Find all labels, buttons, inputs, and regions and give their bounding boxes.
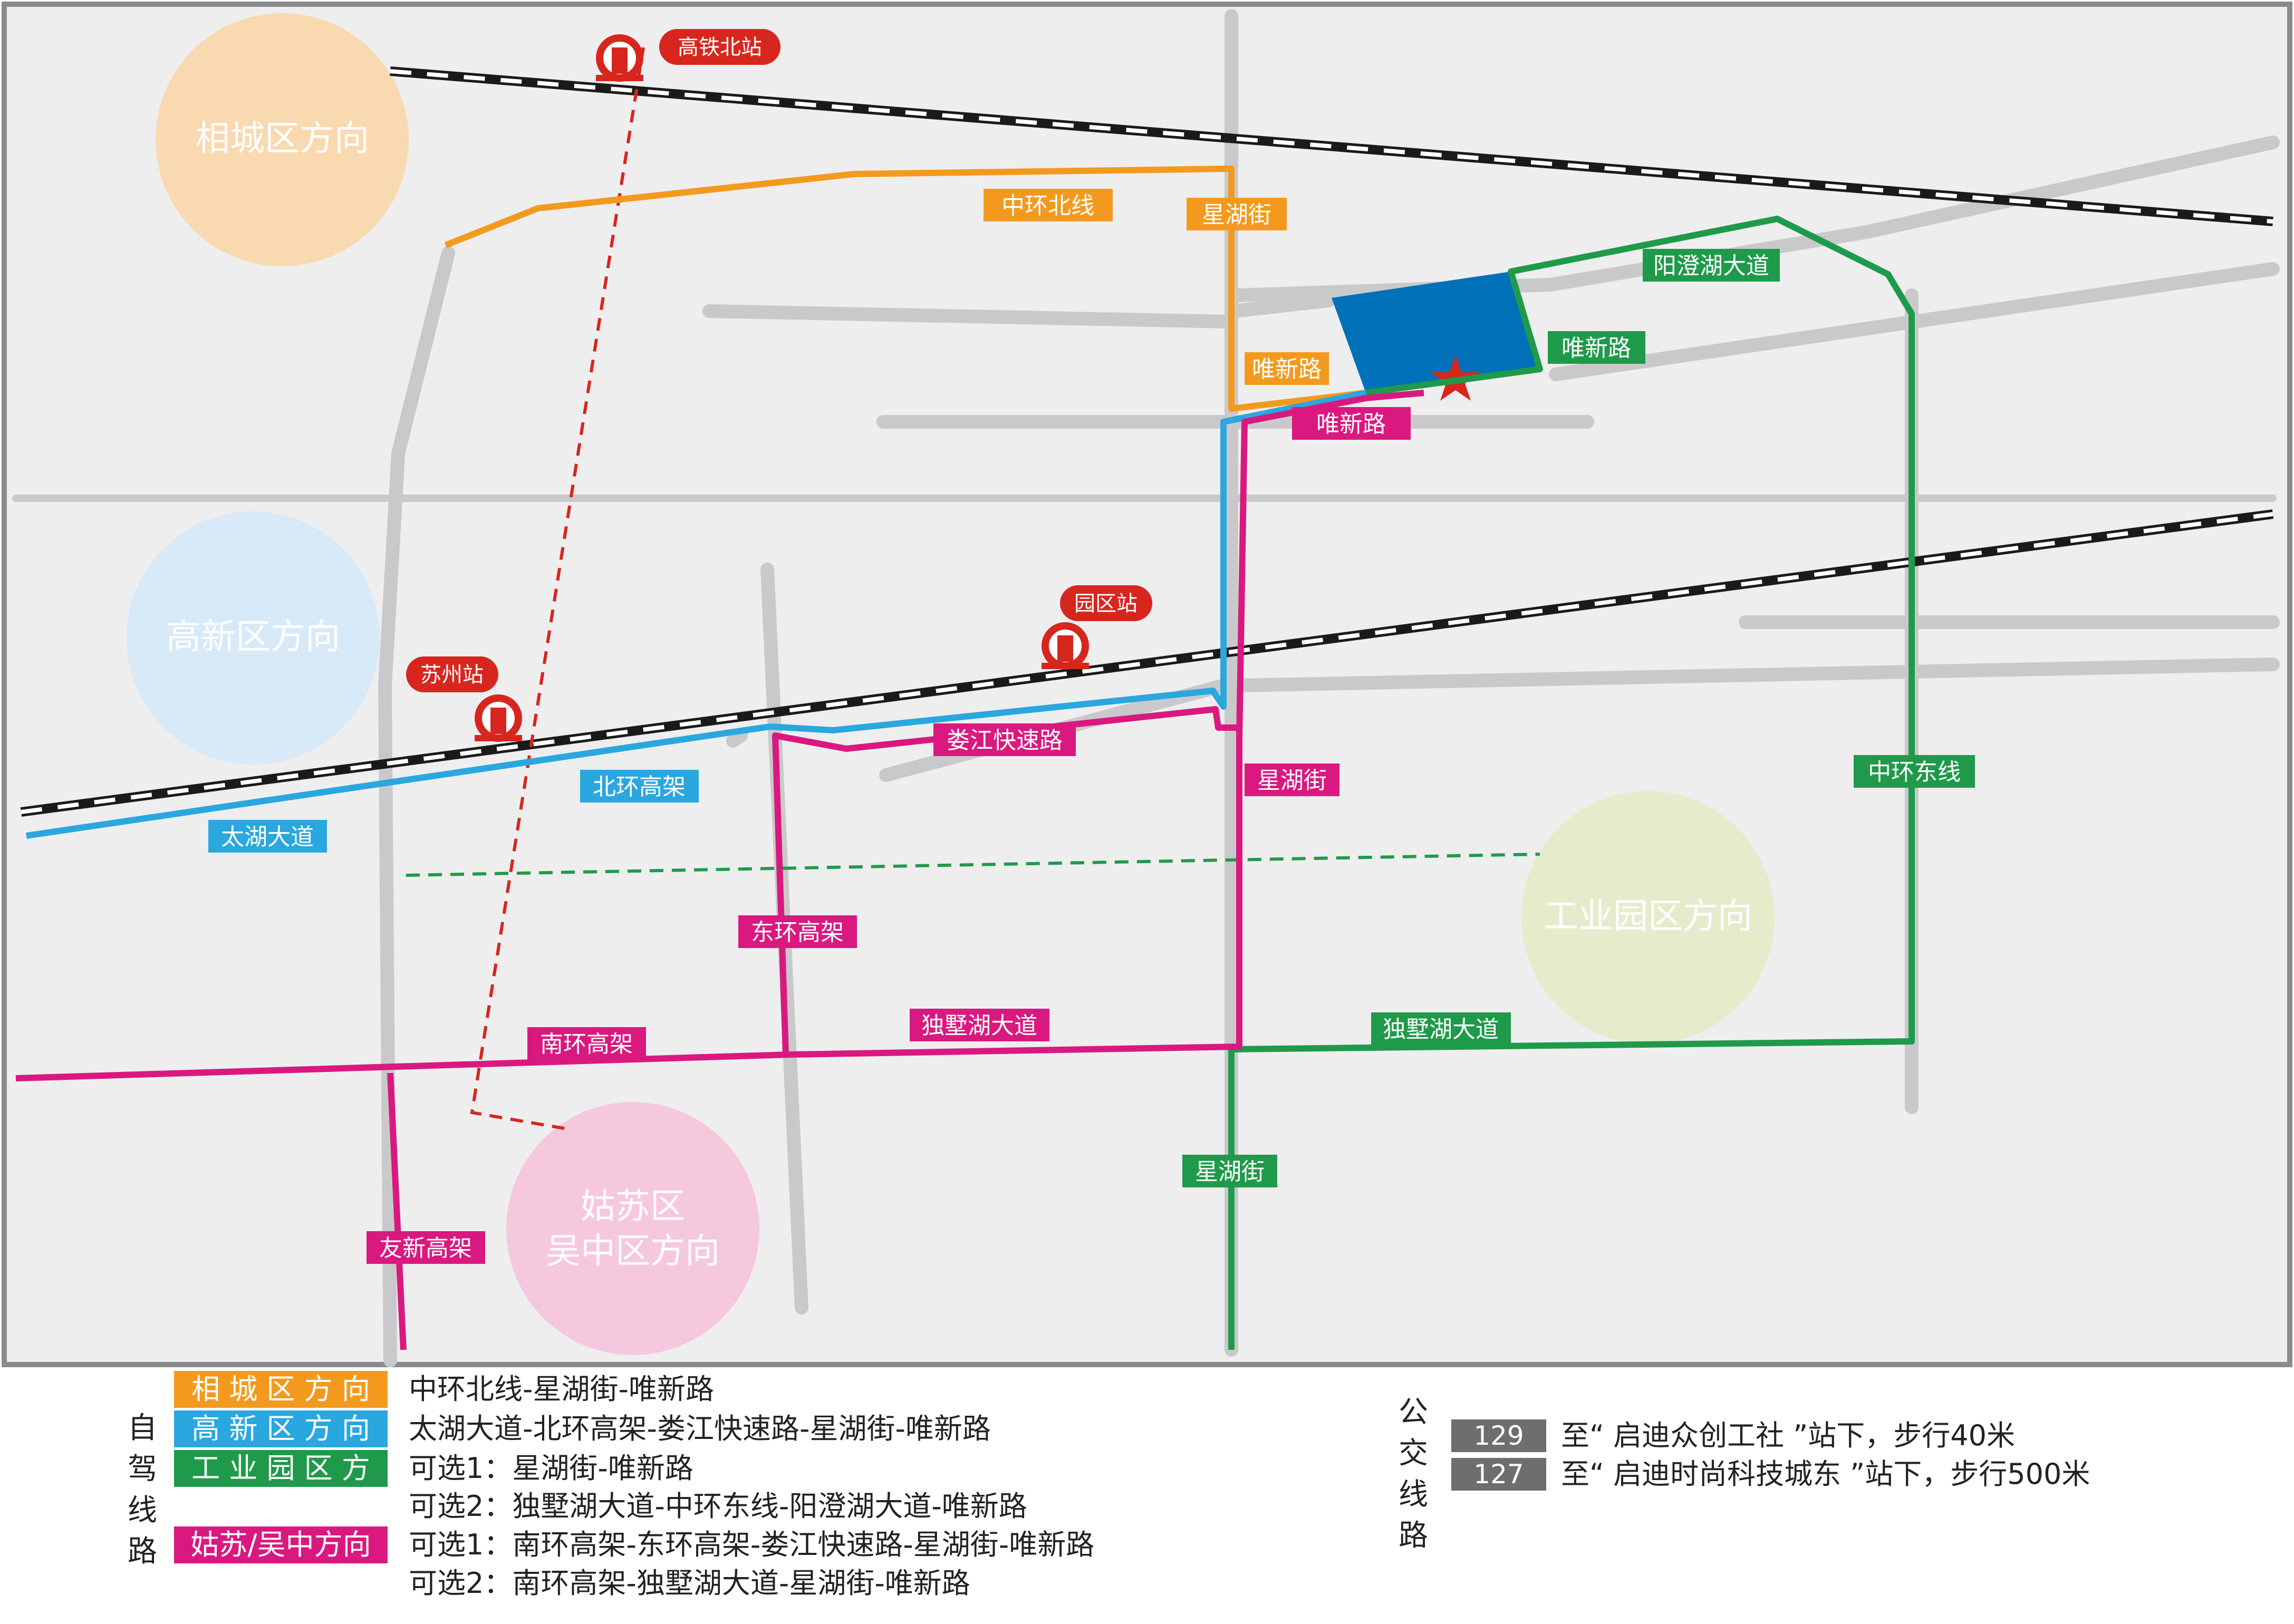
direction-badge-gusu: 姑苏/吴中方向 [174,1526,388,1563]
station-name: 苏州站 [420,663,484,687]
road-label-youxin: 友新高架 [379,1235,472,1262]
railway-station-icon [1042,622,1089,670]
district-gaoxin-circle [127,511,380,765]
metro-line-dashed [470,47,645,1130]
bus-route-text: 至“ 启迪时尚科技城东 ”站下，步行500米 [1561,1457,2090,1491]
destination-site-block [1332,272,1540,393]
self-drive-title-char: 路 [128,1534,157,1569]
direction-badge-sip: 工 业 园 区 方 向 [174,1450,388,1522]
bus-title-char: 路 [1399,1519,1428,1553]
road-label-weixin-orange: 唯新路 [1252,356,1322,383]
railway-station-icon [596,34,643,82]
road-label-loujiang: 娄江快速路 [947,727,1063,754]
road-label-yangchenghu: 阳澄湖大道 [1653,253,1769,279]
district-label-gusu-line2: 吴中区方向 [546,1231,720,1271]
green-dashed-road [406,853,1540,877]
route-green [1228,216,1915,1350]
district-gusu-circle [506,1102,759,1355]
district-label-xiangcheng: 相城区方向 [195,118,369,159]
direction-badge-xiangcheng: 相 城 区 方 向 [174,1371,388,1408]
bus-title-char: 公 [1399,1395,1428,1429]
self-drive-title-char: 线 [128,1493,157,1528]
route-orange [444,166,1366,412]
road-label-xinghu-mid: 星湖街 [1257,767,1327,794]
bus-title-char: 交 [1399,1436,1428,1471]
road-label-xinghu-bottom: 星湖街 [1195,1158,1265,1185]
road-label-nanhuan: 南环高架 [540,1031,633,1058]
station-label-north: 高铁北站 [659,29,780,65]
station-name: 高铁北站 [678,35,762,60]
road-label-donghuan: 东环高架 [751,919,844,946]
self-drive-title-char: 驾 [128,1452,157,1486]
district-sip-circle [1521,791,1775,1044]
road-label-zhonghuan-east: 中环东线 [1868,759,1961,786]
route-text-sip-option1: 可选1：星湖街-唯新路 [409,1452,693,1485]
road-label-xinghu-top: 星湖街 [1202,201,1271,228]
station-label-yuanqu: 园区站 [1060,585,1152,621]
route-text-sip-option2: 可选2：独墅湖大道-中环东线-阳澄湖大道-唯新路 [409,1490,1027,1523]
road-label-dushuhu-green: 独墅湖大道 [1383,1016,1499,1043]
route-map: 相城区方向 高新区方向 工业园区方向 姑苏区 吴中区方向 高铁北站 园区站 苏州… [2,2,2292,1367]
route-text-xiangcheng: 中环北线-星湖街-唯新路 [409,1372,714,1406]
district-xiangcheng-circle [156,13,409,266]
legend: 自 驾 线 路 相 城 区 方 向 高 新 区 方 向 工 业 园 区 方 向 … [0,1371,2294,1624]
bus-number-badge: 129 [1451,1419,1546,1452]
station-name: 园区站 [1074,592,1138,616]
road-label-weixin-green: 唯新路 [1562,335,1631,362]
route-magenta-youxin [387,1072,407,1350]
bus-number-badge: 127 [1451,1458,1546,1491]
road-label-weixin-magenta: 唯新路 [1316,411,1386,438]
district-label-gusu-line1: 姑苏区 [581,1186,685,1226]
route-magenta-main [15,706,1242,1081]
route-text-gusu-option2: 可选2：南环高架-独墅湖大道-星湖街-唯新路 [409,1567,970,1600]
route-text-gusu-option1: 可选1：南环高架-东环高架-娄江快速路-星湖街-唯新路 [409,1528,1095,1561]
railway-lines [20,66,2274,817]
direction-badge-gaoxin: 高 新 区 方 向 [174,1410,388,1447]
bus-route-text: 至“ 启迪众创工社 ”站下，步行40米 [1561,1419,2015,1452]
self-drive-title-char: 自 [128,1411,157,1445]
road-label-zhonghuan-north: 中环北线 [1001,192,1094,219]
bus-title-char: 线 [1399,1477,1428,1512]
route-blue [26,390,1367,839]
road-label-taihu: 太湖大道 [221,824,314,850]
district-label-sip: 工业园区方向 [1544,896,1752,936]
road-label-dushuhu-magenta: 独墅湖大道 [921,1012,1037,1039]
route-text-gaoxin: 太湖大道-北环高架-娄江快速路-星湖街-唯新路 [409,1412,991,1445]
road-label-beihuan: 北环高架 [593,774,686,800]
station-label-suzhou: 苏州站 [406,656,498,692]
district-label-gaoxin: 高新区方向 [166,616,340,657]
railway-station-icon [475,694,522,742]
